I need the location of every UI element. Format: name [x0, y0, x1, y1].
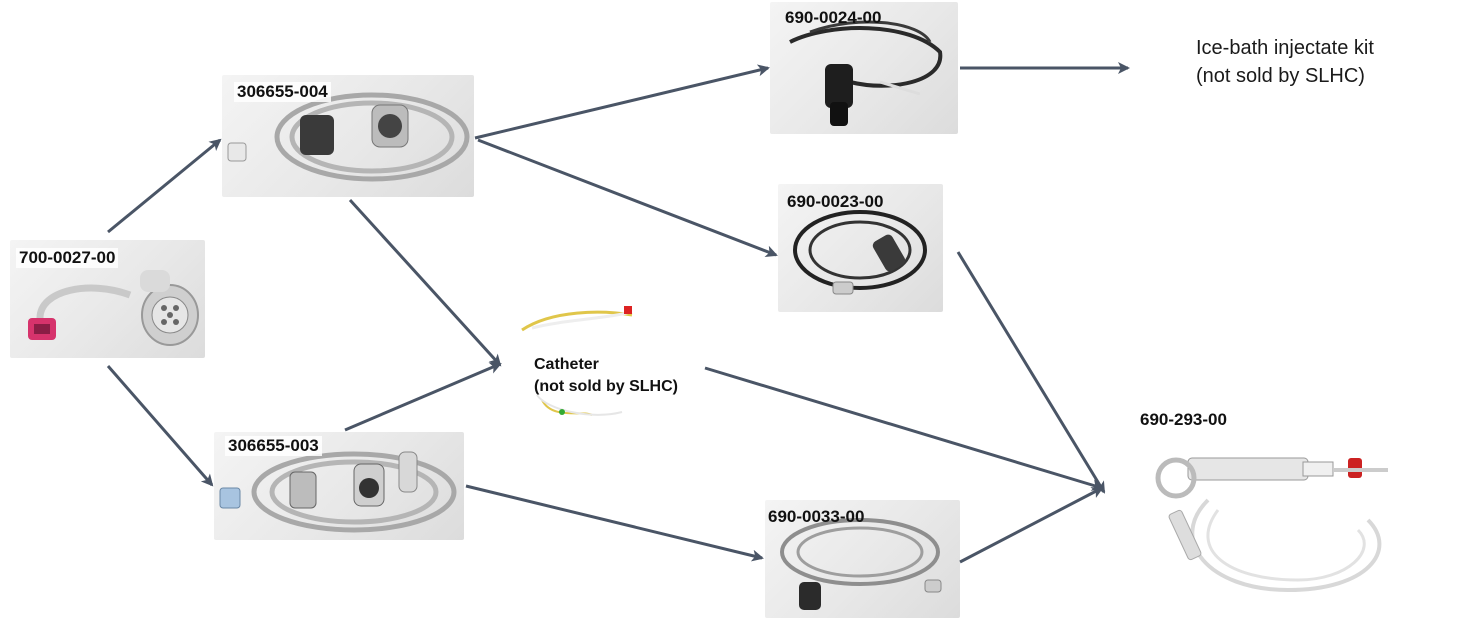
catheter-label-line2: (not sold by SLHC)	[534, 378, 678, 395]
black-cable-image	[793, 210, 927, 295]
photo-690-0023-00	[778, 184, 943, 312]
part-label-690-0024-00: 690-0024-00	[785, 8, 882, 27]
arrow-306655-004-to-690-0024-00	[474, 64, 770, 140]
adapter-cable-image	[28, 270, 199, 346]
part-label-690-0033-00: 690-0033-00	[768, 507, 865, 526]
cable-coil-image	[219, 451, 457, 533]
arrow-700-to-306655-003	[106, 365, 214, 487]
arrow-306655-004-to-catheter	[348, 198, 502, 367]
arrow-700-to-306655-004	[107, 138, 222, 234]
arrow-690-0033-00-to-690-293-00	[959, 486, 1104, 564]
icebath-label-line2: (not sold by SLHC)	[1196, 65, 1365, 87]
catheter-image	[512, 300, 722, 420]
photo-690-0024-00	[770, 2, 958, 134]
part-label-306655-004: 306655-004	[234, 82, 331, 102]
catheter-label: Catheter (not sold by SLHC)	[534, 354, 678, 398]
icebath-label-line1: Ice-bath injectate kit	[1196, 37, 1374, 59]
part-label-700-0027-00: 700-0027-00	[16, 248, 119, 268]
photo-306655-004	[222, 75, 474, 197]
black-cable-image	[789, 20, 943, 126]
arrow-catheter-to-690-293-00	[704, 366, 1104, 491]
part-label-306655-003: 306655-003	[225, 436, 322, 456]
catheter-label-line1: Catheter	[534, 356, 599, 373]
arrow-306655-003-to-690-0033-00	[465, 484, 764, 562]
arrow-306655-003-to-catheter	[344, 362, 502, 432]
part-label-690-293-00: 690-293-00	[1140, 410, 1227, 429]
grey-cable-image	[780, 518, 942, 610]
icebath-label: Ice-bath injectate kit (not sold by SLHC…	[1196, 34, 1374, 90]
cable-coil-image	[227, 92, 470, 182]
arrow-690-0023-00-to-690-293-00	[956, 251, 1106, 494]
arrow-306655-004-to-690-0023-00	[477, 138, 778, 257]
part-label-690-0023-00: 690-0023-00	[787, 192, 884, 211]
photo-690-0033-00	[765, 500, 960, 618]
photo-690-293-00	[1148, 440, 1412, 612]
injectate-kit-image	[1155, 457, 1388, 593]
